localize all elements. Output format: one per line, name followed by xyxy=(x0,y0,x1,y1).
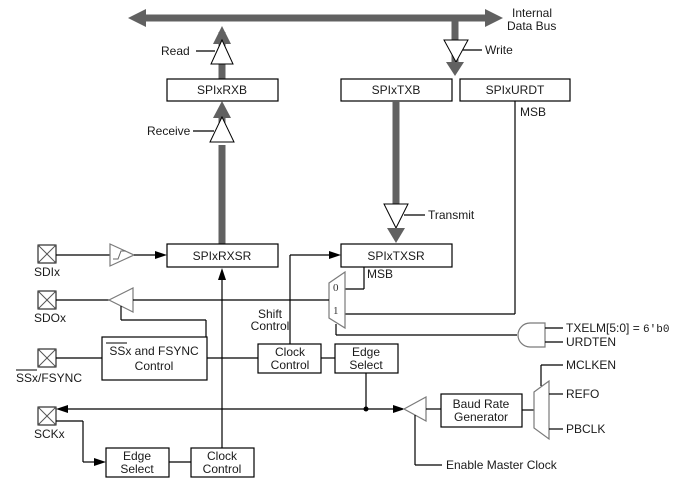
baud-line1: Baud Rate xyxy=(453,397,510,411)
spixtxb-label: SPIxTXB xyxy=(372,83,421,97)
clock-control-top-block: Clock Control xyxy=(257,343,322,374)
pin-sckx: SCKx xyxy=(34,406,65,441)
register-spixrxsr: SPIxRXSR xyxy=(166,243,279,268)
read-label: Read xyxy=(161,44,190,58)
spixrxsr-label: SPIxRXSR xyxy=(193,249,252,263)
register-spixtxb: SPIxTXB xyxy=(340,78,453,102)
clock-source-mux-icon xyxy=(533,379,550,441)
mux-shape xyxy=(328,270,346,330)
write-path: Write xyxy=(443,21,513,76)
sck-output-arrow xyxy=(56,405,68,413)
bus-label-line2: Data Bus xyxy=(507,19,556,33)
clock-control-bottom-line2: Control xyxy=(203,462,242,476)
schmitt-buffer xyxy=(109,243,136,267)
ss-control-line2: Control xyxy=(135,359,174,373)
and-gate-icon xyxy=(517,322,546,348)
read-arrow xyxy=(213,26,231,44)
rxsr-input-arrow xyxy=(155,251,167,259)
clock-control-top-line2: Control xyxy=(271,358,310,372)
transmit-buffer-icon xyxy=(383,203,409,230)
bus-label-line1: Internal xyxy=(512,6,552,20)
txsr-shift-arrow xyxy=(329,251,341,259)
pbclk-label: PBCLK xyxy=(566,422,605,436)
read-buffer-icon xyxy=(210,38,234,65)
ss-fsync-control-block: SSx and FSYNC Control xyxy=(101,336,208,381)
edge-select-top-line2: Select xyxy=(349,358,383,372)
ss-control-line1: SSx and FSYNC xyxy=(109,344,199,358)
urdt-msb-label: MSB xyxy=(520,105,546,119)
bus-arrow-right xyxy=(485,9,503,27)
mux-input-1: 1 xyxy=(333,305,339,317)
clock-source-mux: MCLKEN REFO PBCLK xyxy=(533,358,616,441)
shift-control-line2: Control xyxy=(251,319,290,333)
register-spixrxb: SPIxRXB xyxy=(166,78,279,102)
transmit-label: Transmit xyxy=(428,208,475,222)
sdox-label: SDOx xyxy=(34,311,66,325)
clock-control-top-line1: Clock xyxy=(275,345,306,359)
baud-line2: Generator xyxy=(454,410,508,424)
txelm-label-text: TXELM[5:0] = xyxy=(566,321,643,335)
pin-sdix: SDIx xyxy=(34,244,60,279)
mux-input-0: 0 xyxy=(333,282,339,294)
receive-path: Receive xyxy=(147,101,235,244)
transmit-path: Transmit xyxy=(383,101,475,243)
ssx-fsync-label: SSx/FSYNC xyxy=(16,371,82,385)
receive-label: Receive xyxy=(147,124,191,138)
spixrxb-label: SPIxRXB xyxy=(197,83,247,97)
txsr-msb-label: MSB xyxy=(367,267,393,281)
receive-buffer-icon xyxy=(209,115,235,143)
write-arrow xyxy=(446,62,464,76)
pin-sdox: SDOx xyxy=(34,290,66,325)
spixurdt-label: SPIxURDT xyxy=(486,83,545,97)
rxsr-clock-arrow xyxy=(218,268,226,280)
register-spixtxsr: SPIxTXSR xyxy=(340,243,453,268)
sdix-label: SDIx xyxy=(34,265,60,279)
and-gate: TXELM[5:0] = 6'b0 URDTEN xyxy=(517,321,669,349)
clock-control-bottom-line1: Clock xyxy=(207,449,238,463)
clock-control-bottom-block: Clock Control xyxy=(190,447,255,478)
output-mux: 0 1 xyxy=(328,270,346,330)
ss-control-fsync: and FSYNC xyxy=(131,344,199,358)
edge-select-top-block: Edge Select xyxy=(334,343,399,374)
write-label: Write xyxy=(485,43,513,57)
baud-rate-generator-block: Baud Rate Generator xyxy=(440,393,523,428)
txelm-label: TXELM[5:0] = 6'b0 xyxy=(566,321,669,336)
write-buffer-icon xyxy=(443,39,469,64)
schmitt-trigger-icon xyxy=(113,250,126,260)
receive-arrow xyxy=(213,101,231,118)
master-clock-buffer-arrow xyxy=(393,405,405,413)
ss-control-ssx: SSx xyxy=(109,344,131,358)
edge-select-bottom-block: Edge Select xyxy=(105,447,170,478)
schmitt-buffer-icon xyxy=(109,243,136,267)
bus-arrow-left xyxy=(128,9,146,27)
txelm-value: 6'b0 xyxy=(643,324,669,336)
edge-select-bottom-line1: Edge xyxy=(123,449,151,463)
edge-select-top-line1: Edge xyxy=(352,345,380,359)
register-spixurdt: SPIxURDT xyxy=(459,78,571,102)
transmit-arrow xyxy=(387,228,405,243)
edge-select-bottom-line2: Select xyxy=(120,462,154,476)
read-path: Read xyxy=(161,26,234,80)
shift-control-line1: Shift xyxy=(258,307,283,321)
edge-select-input-arrow xyxy=(94,458,106,466)
internal-data-bus: Internal Data Bus xyxy=(128,6,556,33)
spixtxsr-label: SPIxTXSR xyxy=(367,249,425,263)
mclken-label: MCLKEN xyxy=(566,358,616,372)
pin-ssx-fsync: SSx/FSYNC xyxy=(16,348,82,385)
enable-master-clock-label: Enable Master Clock xyxy=(446,458,558,472)
refo-label: REFO xyxy=(566,387,599,401)
urdten-label: URDTEN xyxy=(566,335,616,349)
sckx-label: SCKx xyxy=(34,427,65,441)
